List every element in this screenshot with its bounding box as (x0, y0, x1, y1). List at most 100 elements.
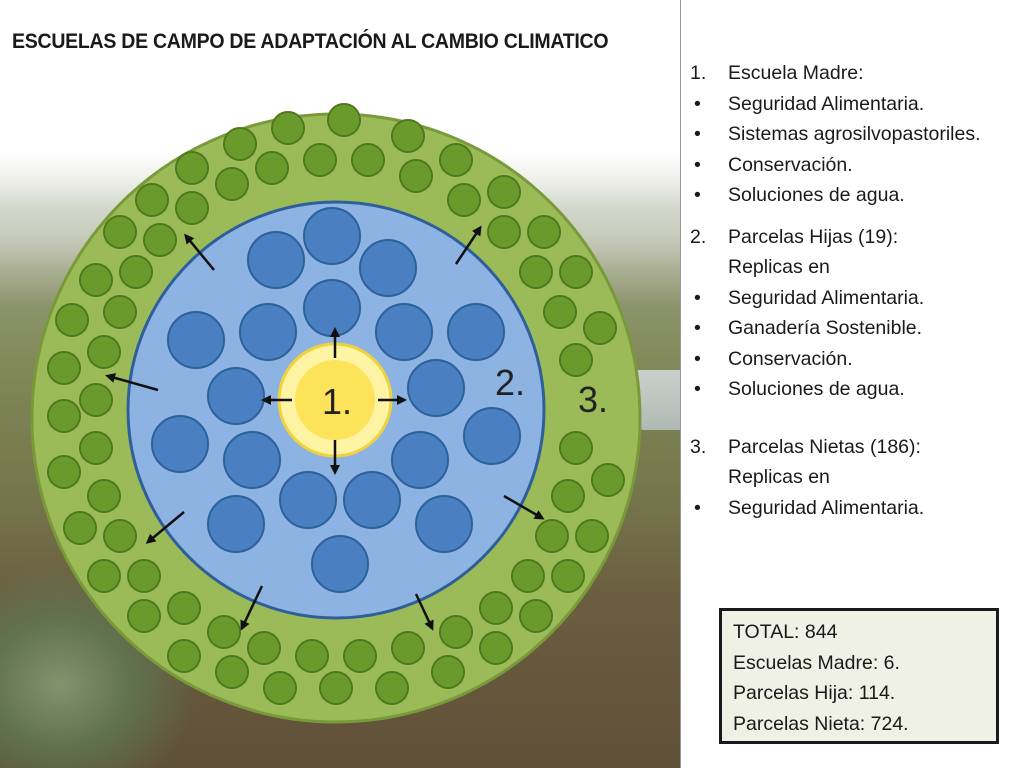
green-circle (47, 455, 81, 489)
green-circle (63, 511, 97, 545)
arrow (503, 494, 545, 520)
blue-circle (447, 303, 505, 361)
green-circle (247, 631, 281, 665)
blue-circle (391, 431, 449, 489)
legend: 1. Escuela Madre: •Seguridad Alimentaria… (690, 58, 1010, 523)
legend-item-text: Soluciones de agua. (728, 184, 905, 206)
blue-circle (343, 471, 401, 529)
green-circle (127, 559, 161, 593)
bullet: • (694, 378, 701, 400)
green-circle (487, 215, 521, 249)
green-circle (79, 383, 113, 417)
green-circle (319, 671, 353, 705)
legend-subheading-text: Replicas en (728, 466, 830, 488)
legend-subheading: Replicas en (690, 462, 1010, 493)
green-circle (47, 399, 81, 433)
total-line: TOTAL: 844 (733, 621, 838, 643)
green-circle (559, 343, 593, 377)
legend-section-3-heading: 3. Parcelas Nietas (186): (690, 432, 1010, 463)
green-circle (399, 159, 433, 193)
legend-item-text: Ganadería Sostenible. (728, 317, 923, 339)
legend-subheading-text: Replicas en (728, 256, 830, 278)
legend-subheading: Replicas en (690, 252, 1010, 283)
legend-number: 1. (690, 62, 707, 84)
blue-circle (247, 231, 305, 289)
legend-heading-text: Parcelas Nietas (186): (728, 435, 921, 458)
green-circle (223, 127, 257, 161)
green-circle (391, 631, 425, 665)
green-circle (519, 599, 553, 633)
green-circle (487, 175, 521, 209)
blue-circle (415, 495, 473, 553)
legend-item: • Soluciones de agua. (690, 374, 1010, 405)
hijas-line: Parcelas Hija: 114. (733, 682, 896, 704)
green-circle (327, 103, 361, 137)
green-circle (439, 143, 473, 177)
green-circle (295, 639, 329, 673)
nietas-line: Parcelas Nieta: 724. (733, 712, 909, 735)
legend-item-text: Soluciones de agua. (728, 378, 905, 400)
bullet: • (694, 347, 701, 370)
green-circle (511, 559, 545, 593)
green-circle (575, 519, 609, 553)
green-circle (527, 215, 561, 249)
green-circle (167, 591, 201, 625)
green-circle (55, 303, 89, 337)
legend-item-text: Conservación. (728, 153, 853, 176)
blue-circle (311, 535, 369, 593)
legend-item-text: Seguridad Alimentaria. (728, 496, 925, 519)
blue-circle (151, 415, 209, 473)
madres-line: Escuelas Madre: 6. (733, 651, 900, 674)
blue-circles (151, 207, 521, 593)
green-circle (479, 631, 513, 665)
green-circle (103, 215, 137, 249)
totals-box: TOTAL: 844 Escuelas Madre: 6. Parcelas H… (719, 608, 999, 744)
slide-title: ESCUELAS DE CAMPO DE ADAPTACIÓN AL CAMBI… (12, 30, 609, 53)
bullet: • (694, 92, 701, 115)
blue-circle (407, 359, 465, 417)
green-circle (135, 183, 169, 217)
bullet: • (694, 286, 701, 309)
bullet: • (694, 123, 701, 145)
blue-circle (207, 495, 265, 553)
green-circle (351, 143, 385, 177)
green-circle (207, 615, 241, 649)
green-circle (79, 263, 113, 297)
legend-number: 3. (690, 435, 707, 458)
blue-circle (303, 207, 361, 265)
green-circle (175, 191, 209, 225)
legend-item: •Seguridad Alimentaria. (690, 283, 1010, 314)
green-circle (559, 431, 593, 465)
blue-circle (239, 303, 297, 361)
blue-circle (303, 279, 361, 337)
legend-item: • Ganadería Sostenible. (690, 313, 1010, 344)
green-circle (303, 143, 337, 177)
green-circle (431, 655, 465, 689)
legend-item: •Conservación. (690, 150, 1010, 181)
bullet: • (694, 317, 701, 339)
bullet: • (694, 496, 701, 519)
legend-heading-text: Parcelas Hijas (19): (728, 225, 899, 248)
green-circle (479, 591, 513, 625)
green-circle (143, 223, 177, 257)
green-circle (583, 311, 617, 345)
legend-section-2-heading: 2. Parcelas Hijas (19): (690, 222, 1010, 253)
green-circle (255, 151, 289, 185)
green-circle (263, 671, 297, 705)
legend-item-text: Conservación. (728, 347, 853, 370)
concentric-diagram: 1. 2. 3. (30, 103, 642, 724)
green-circle (167, 639, 201, 673)
green-circle (175, 151, 209, 185)
green-circle (343, 639, 377, 673)
green-circle (535, 519, 569, 553)
arrow (184, 233, 215, 271)
bullet: • (694, 184, 701, 206)
green-circle (103, 295, 137, 329)
green-circle (79, 431, 113, 465)
legend-item: • Seguridad Alimentaria. (690, 493, 1010, 524)
legend-item: • Conservación. (690, 344, 1010, 375)
label-middle: 2. (495, 362, 525, 403)
green-circle (87, 559, 121, 593)
blue-circle (359, 239, 417, 297)
legend-item-text: Sistemas agrosilvopastoriles. (728, 123, 981, 145)
